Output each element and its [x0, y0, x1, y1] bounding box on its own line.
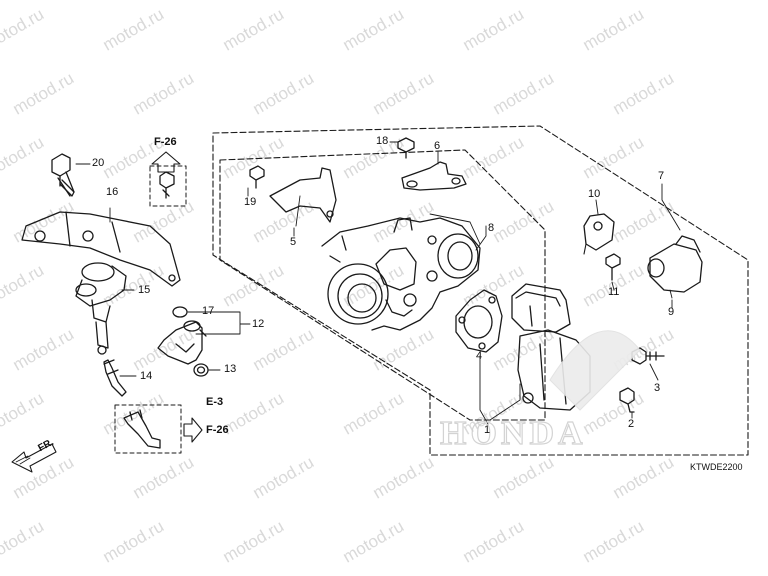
fr-direction-arrow — [11, 443, 57, 473]
callout-15: 15 — [138, 284, 151, 296]
callout-20: 20 — [92, 157, 105, 169]
arrow-f26-bottom — [183, 417, 203, 443]
throttle-body-drawing — [321, 217, 481, 331]
sensor-9-drawing — [647, 235, 703, 299]
screw-19-drawing — [249, 165, 265, 189]
callout-11: 11 — [608, 286, 620, 298]
callout-7: 7 — [658, 170, 665, 182]
detail-box-f26-top — [149, 165, 187, 207]
leader-lines-right — [247, 183, 681, 425]
screw-11-drawing — [605, 253, 621, 281]
callout-1: 1 — [484, 424, 491, 436]
bolt-20-drawing — [51, 153, 75, 197]
callout-14: 14 — [140, 370, 153, 382]
brand-logo: HONDA — [439, 330, 641, 453]
small-bolt-drawing — [159, 171, 175, 199]
ring-13-drawing — [193, 363, 209, 377]
callout-17: 17 — [202, 305, 215, 317]
callout-5: 5 — [290, 236, 297, 248]
bracket-6-drawing — [401, 151, 467, 191]
detail-hose-drawing — [123, 409, 161, 449]
bolt-18-drawing — [389, 137, 415, 159]
section-ref-f26-bottom: F-26 — [206, 424, 229, 436]
callout-3: 3 — [654, 382, 661, 394]
arrow-f26-top — [151, 151, 181, 173]
leader-lines-left — [75, 163, 251, 377]
assembly-outline-7 — [212, 125, 749, 456]
screw-3-drawing — [631, 347, 665, 365]
callout-10: 10 — [588, 188, 601, 200]
throttle-body-outline-8 — [219, 149, 546, 421]
sensor-15-drawing — [75, 262, 127, 355]
injector-12-drawing — [157, 320, 207, 365]
callout-2: 2 — [628, 418, 635, 430]
bracket-16-drawing — [21, 211, 181, 287]
callout-16: 16 — [106, 186, 119, 198]
gasket-4-drawing — [455, 289, 503, 353]
detail-box-f26 — [114, 404, 182, 454]
screw-2-drawing — [619, 387, 635, 413]
callout-18: 18 — [376, 135, 389, 147]
callout-4: 4 — [476, 350, 483, 362]
section-ref-f26-top: F-26 — [154, 136, 177, 148]
oring-17-drawing — [172, 306, 188, 318]
callout-19: 19 — [244, 196, 257, 208]
clip-10-drawing — [583, 213, 615, 255]
callout-6: 6 — [434, 140, 441, 152]
svg-text:HONDA: HONDA — [440, 415, 587, 452]
callout-13: 13 — [224, 363, 237, 375]
hose-14-drawing — [103, 359, 127, 397]
diagram-code: KTWDE2200 — [690, 462, 743, 472]
callout-8: 8 — [488, 222, 495, 234]
callout-9: 9 — [668, 306, 675, 318]
callout-12: 12 — [252, 318, 265, 330]
section-ref-e3: E-3 — [206, 396, 224, 408]
cover-5-drawing — [269, 167, 337, 227]
